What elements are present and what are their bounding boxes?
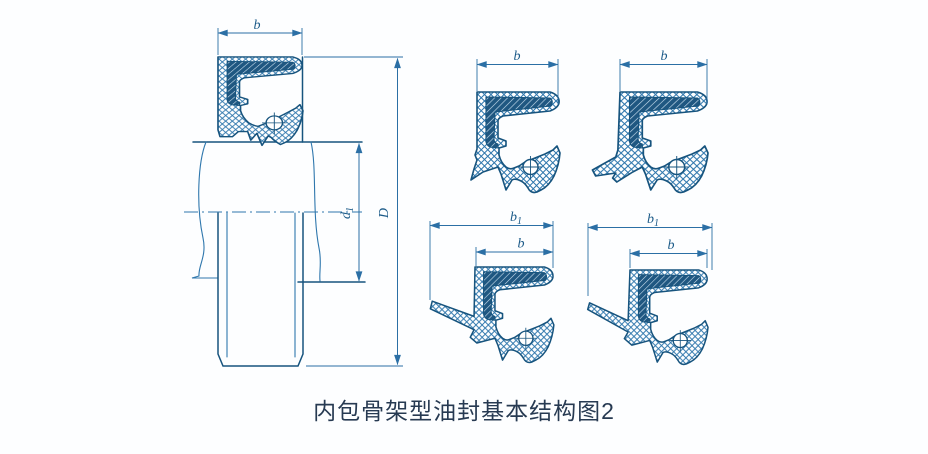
profile4-dim-b1-label: b1 [647, 212, 659, 229]
profile3-dim-b1: b1 [429, 210, 554, 300]
profile3-dim-b: b [475, 237, 554, 266]
profile-variant-1: b [470, 49, 561, 194]
figure-caption: 内包骨架型油封基本结构图2 [313, 398, 615, 424]
seal-metal-insert [628, 96, 701, 149]
profile1-dim-b-label: b [514, 49, 521, 64]
profile1-dim-b: b [476, 49, 559, 104]
profile4-dim-b: b [629, 238, 708, 268]
main-dim-b-label: b [254, 18, 261, 33]
profile-variant-4: b1 b [586, 212, 713, 366]
main-dim-d1: d1 [339, 142, 363, 282]
main-dim-D: D [304, 56, 403, 367]
seal-section [470, 91, 561, 194]
ring-outline [217, 212, 304, 367]
profile2-dim-b: b [619, 49, 708, 104]
seal-outer-ring-lower [217, 212, 304, 367]
shaft-break-line-right [310, 141, 321, 282]
profile2-dim-b-label: b [661, 49, 668, 64]
seal-section [429, 266, 555, 364]
garter-spring-crosshair [669, 330, 692, 352]
main-dim-D-label: D [377, 208, 392, 219]
profile3-dim-b-label: b [518, 237, 525, 252]
garter-spring-crosshair [664, 156, 689, 179]
main-dim-d1-label: d1 [339, 207, 356, 219]
shaft-break-line-left [191, 141, 219, 279]
seal-metal-insert [226, 60, 296, 106]
garter-spring-crosshair [519, 156, 542, 179]
seal-section-main [217, 56, 304, 147]
main-installed-view: b d1 D [184, 18, 403, 367]
main-dim-b: b [217, 18, 303, 55]
seal-section [586, 269, 709, 366]
seal-metal-insert [485, 96, 553, 149]
garter-spring-crosshair [514, 327, 537, 350]
profile4-dim-b-label: b [668, 238, 675, 253]
shaft [184, 141, 366, 283]
seal-section [591, 91, 709, 194]
profile-variant-3: b1 b [429, 210, 555, 364]
profile4-dim-b1: b1 [587, 212, 713, 296]
profile-variant-2: b [591, 49, 709, 194]
seal-metal-insert [483, 271, 548, 321]
seal-metal-insert [637, 274, 702, 324]
garter-spring-crosshair [262, 112, 287, 135]
profile3-dim-b1-label: b1 [510, 210, 522, 227]
